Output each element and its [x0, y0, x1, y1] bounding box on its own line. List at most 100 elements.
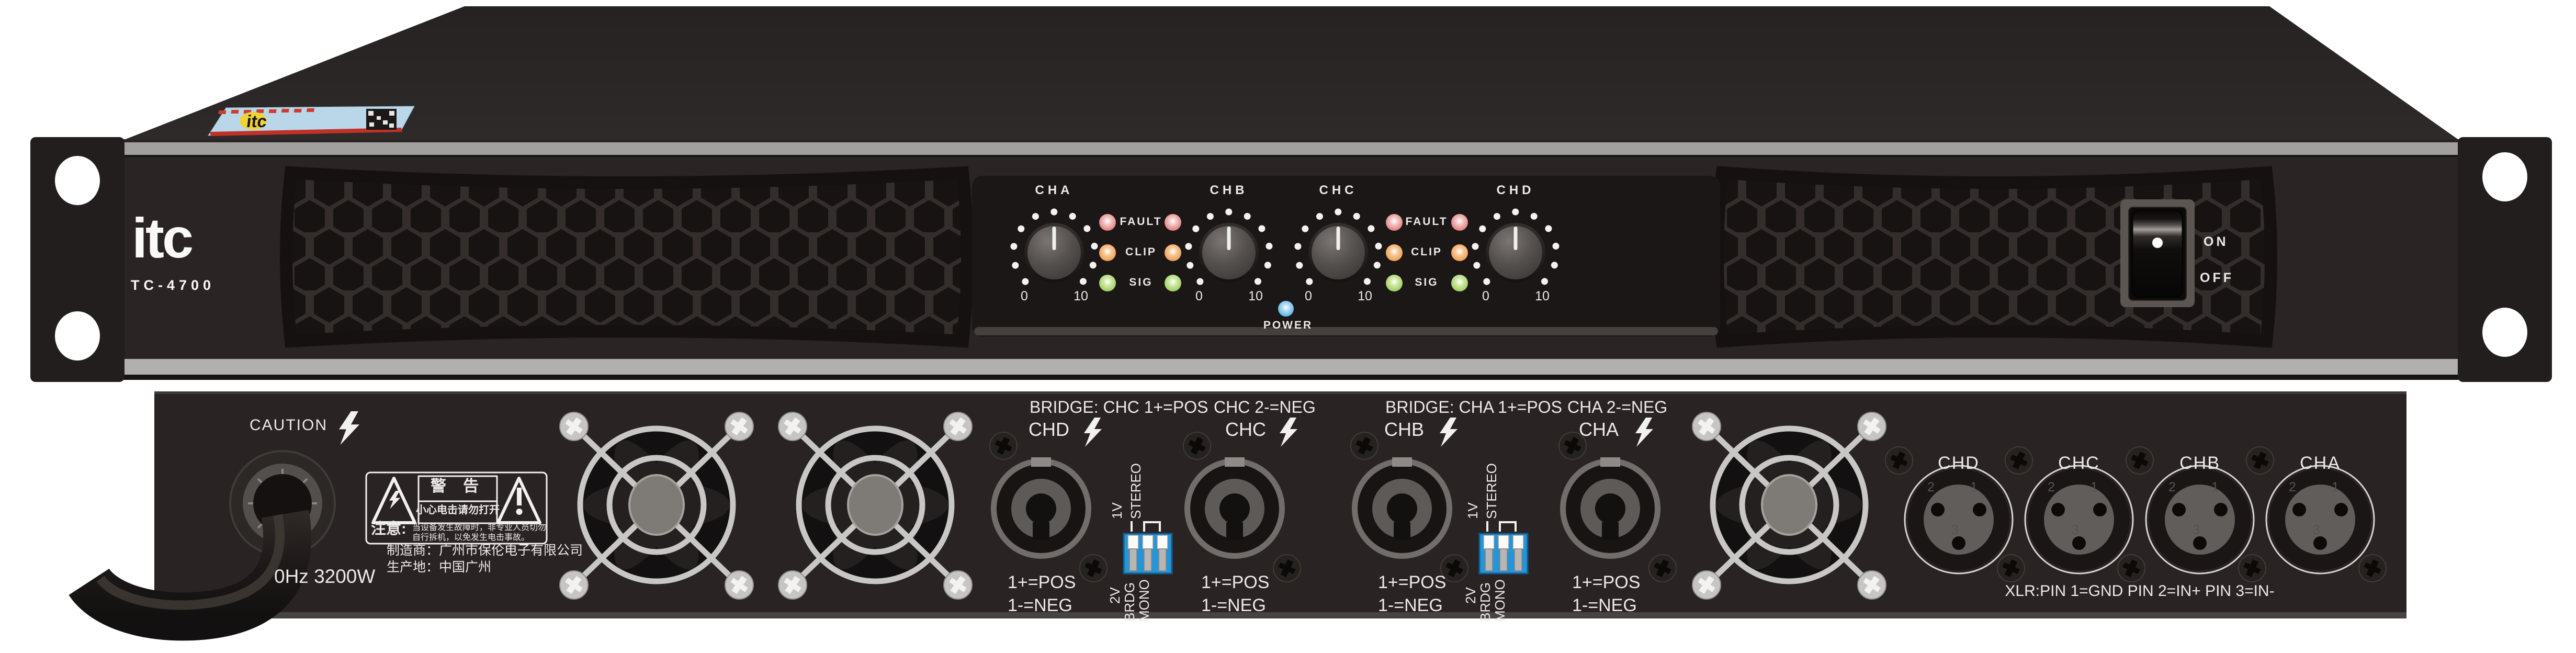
front-bottom-trim [123, 359, 2460, 375]
speakon-label-cha: CHA [1579, 419, 1619, 440]
xlr-pin-3: 3 [1951, 523, 1959, 537]
scale-max: 10 [1358, 289, 1372, 303]
scale-max: 10 [1074, 289, 1088, 303]
rocker-dot [2152, 238, 2163, 248]
pin-pos: 1+=POS [1572, 572, 1641, 592]
dip-label-mono: MONO [1136, 579, 1152, 622]
power-led [1278, 301, 1294, 317]
warning-attn: 注意: [371, 521, 406, 537]
mount-hole [55, 311, 100, 361]
power-rating: 0Hz 3200W [274, 566, 376, 587]
clip-led [1386, 244, 1403, 261]
scale-min: 0 [1305, 289, 1312, 303]
sig-led [1099, 275, 1116, 291]
front-top-trim-shadow [123, 155, 2460, 157]
clip-led [1165, 244, 1181, 261]
led-cluster-ab [1099, 214, 1181, 291]
xlr-pin-2: 2 [1927, 480, 1935, 494]
rear-bottom-bevel [154, 612, 2406, 618]
fault-label: FAULT [1120, 216, 1162, 228]
fault-led [1451, 214, 1468, 231]
power-cable [69, 510, 312, 641]
fault-label: FAULT [1405, 216, 1448, 228]
rear-panel [69, 391, 2406, 641]
xlr-pin-3: 3 [2072, 523, 2079, 537]
pin-pos: 1+=POS [1378, 572, 1447, 592]
xlr-pin-1: 1 [2091, 480, 2098, 494]
mount-hole [2482, 152, 2527, 201]
clip-label: CLIP [1411, 246, 1442, 258]
xlr-pin-3: 3 [2313, 523, 2320, 537]
bridge-note-pos: BRIDGE: CHA 1+=POS [1385, 398, 1562, 416]
bridge-note-pos: BRIDGE: CHC 1+=POS [1030, 398, 1208, 416]
scale-min: 0 [1021, 289, 1028, 303]
scale-min: 0 [1482, 289, 1489, 303]
xlr-pin-2: 2 [2048, 480, 2055, 494]
control-recess-bevel [974, 327, 1718, 335]
speakon-label-chd: CHD [1029, 419, 1069, 440]
sig-led [1165, 275, 1181, 291]
mount-hole [55, 156, 100, 205]
sig-led [1451, 275, 1468, 291]
pin-pos: 1+=POS [1201, 572, 1270, 592]
sig-label: SIG [1415, 276, 1439, 288]
speakon-label-chb: CHB [1384, 419, 1425, 440]
sticker-brand: itc [245, 112, 268, 131]
front-panel: itc [30, 6, 2552, 382]
pin-neg: 1-=NEG [1008, 595, 1072, 615]
rack-ear-left [30, 137, 125, 382]
dip-mode-marks [1131, 521, 1517, 532]
xlr-pin-2: 2 [2289, 480, 2296, 494]
xlr-pinout-note: XLR:PIN 1=GND PIN 2=IN+ PIN 3=IN- [2005, 582, 2275, 600]
xlr-label-cha: CHA [2300, 453, 2341, 473]
fault-led [1386, 214, 1403, 231]
bridge-note-neg: CHC 2-=NEG [1214, 398, 1316, 416]
warning-text-2: 自行拆机，以免发生电击事故。 [412, 533, 530, 542]
warning-title: 警 告 [430, 478, 485, 495]
rear-top-bevel [154, 391, 2406, 394]
dip-label-brdg: BRDG [1477, 582, 1493, 622]
front-top-trim [123, 142, 2460, 155]
fault-led [1099, 214, 1116, 231]
sig-label: SIG [1129, 276, 1153, 288]
sticker-qr-code [366, 109, 397, 130]
certification-sticker: itc [208, 106, 415, 136]
bridge-note-neg: CHA 2-=NEG [1567, 398, 1668, 416]
xlr-pin-1: 1 [2332, 480, 2339, 494]
power-rocker[interactable] [2131, 209, 2184, 298]
scale-max: 10 [1535, 289, 1550, 303]
speakon-label-chc: CHC [1225, 419, 1266, 440]
warning-label [365, 471, 548, 545]
clip-led [1099, 244, 1116, 261]
power-label: POWER [1263, 319, 1313, 331]
warning-text-1: 当设备发生故障时，非专业人员切勿 [412, 523, 547, 532]
pin-pos: 1+=POS [1008, 572, 1076, 592]
model-number: TC-4700 [131, 277, 216, 293]
front-bottom-lip [123, 375, 2460, 380]
dip-label-stereo: STEREO [1128, 463, 1144, 519]
origin-line: 生产地：中国广州 [387, 560, 492, 575]
caution-label: CAUTION [250, 416, 327, 434]
pin-neg: 1-=NEG [1378, 595, 1443, 615]
chassis-top-surface [126, 6, 2458, 139]
channel-title-chd: CHD [1496, 183, 1535, 197]
warning-subtitle: 小心电击请勿打开 [416, 504, 500, 516]
pin-neg: 1-=NEG [1572, 595, 1637, 615]
dip-label-brdg: BRDG [1122, 582, 1137, 622]
xlr-label-chc: CHC [2058, 453, 2100, 473]
xlr-label-chb: CHB [2179, 453, 2220, 473]
clip-led [1451, 244, 1468, 261]
power-cable-highlight [96, 514, 285, 610]
xlr-pin-2: 2 [2168, 480, 2176, 494]
dip-label-1v: 1V [1465, 502, 1481, 519]
dip-label-1v: 1V [1109, 502, 1125, 519]
grille-left [280, 166, 974, 348]
dip-label-2v: 2V [1107, 587, 1123, 604]
scale-min: 0 [1195, 289, 1203, 303]
dip-label-mono: MONO [1492, 579, 1508, 622]
xlr-label-chd: CHD [1938, 453, 1980, 473]
dip-label-stereo: STEREO [1484, 463, 1499, 519]
scale-max: 10 [1248, 289, 1263, 303]
channel-title-chb: CHB [1210, 183, 1248, 197]
